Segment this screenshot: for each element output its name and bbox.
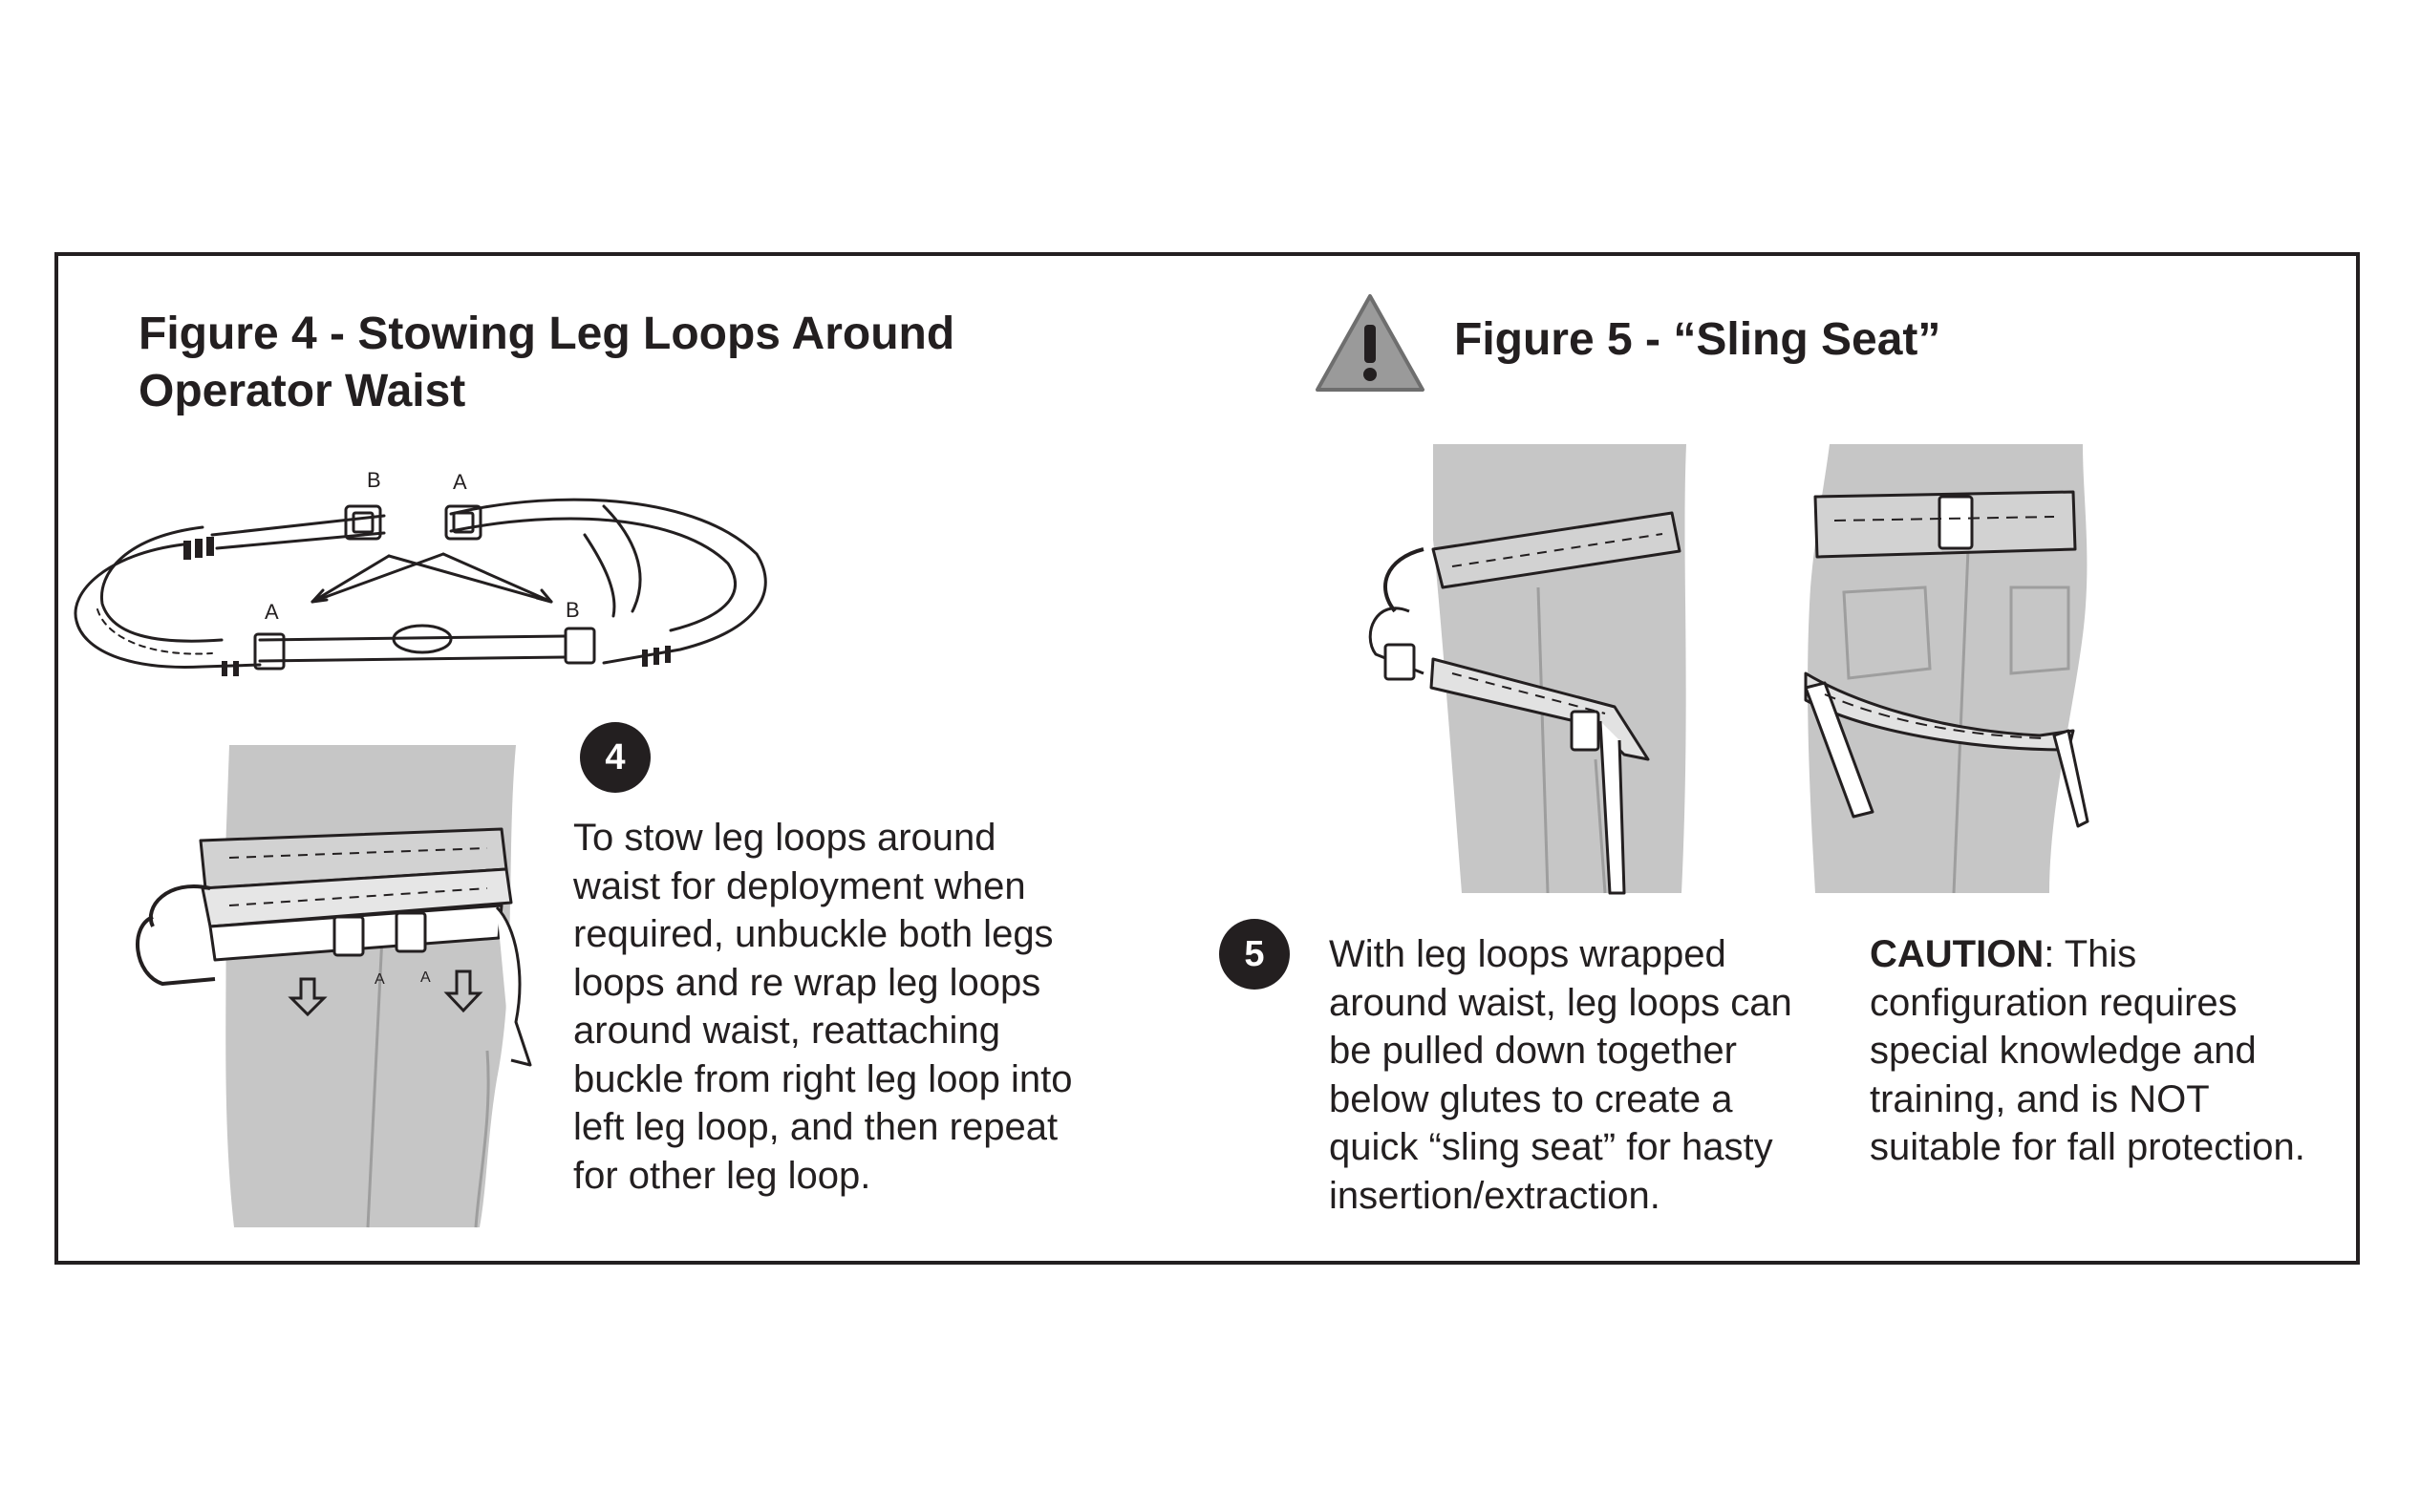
caution-line: special knowledge and — [1870, 1030, 2257, 1072]
caution-line: : This — [2044, 933, 2137, 975]
step-4-badge: 4 — [580, 722, 651, 793]
diagram-label-a: A — [265, 600, 279, 624]
instruction-line: left leg loop, and then repeat — [573, 1106, 1059, 1148]
diagram-label-a: A — [375, 971, 385, 988]
instruction-line: required, unbuckle both legs — [573, 913, 1054, 955]
instruction-line: With leg loops wrapped — [1329, 933, 1726, 975]
harness-belt-diagram: B A A B — [74, 468, 767, 676]
instruction-line: insertion/extraction. — [1329, 1174, 1660, 1217]
figure-4-instructions: To stow leg loops around waist for deplo… — [573, 814, 1073, 1200]
instruction-line: To stow leg loops around — [573, 817, 996, 859]
sling-seat-side-illustration — [1368, 444, 1686, 895]
instruction-panel-border — [54, 252, 2360, 1265]
figure-5-instructions: With leg loops wrapped around waist, leg… — [1329, 930, 1792, 1220]
waist-leg-loop-illustration: A A — [136, 745, 532, 1228]
sling-seat-rear-illustration — [1804, 444, 2089, 894]
figure-5-title: Figure 5 - “Sling Seat” — [1454, 314, 1941, 365]
instruction-line: loops and re wrap leg loops — [573, 961, 1041, 1004]
caution-notice: CAUTION: This configuration requires spe… — [1870, 930, 2305, 1172]
figure-4-title-line: Figure 4 - Stowing Leg Loops Around — [139, 309, 955, 359]
caution-first-line: CAUTION: This — [1870, 930, 2305, 979]
figure-4-title: Figure 4 - Stowing Leg Loops Around Oper… — [139, 306, 954, 420]
caution-line: training, and is NOT — [1870, 1077, 2210, 1120]
instruction-line: around waist, reattaching — [573, 1010, 1000, 1052]
instruction-line: be pulled down together — [1329, 1030, 1737, 1072]
instruction-line: for other leg loop. — [573, 1154, 871, 1197]
diagram-label-a: A — [420, 969, 431, 986]
figure-4-title-line: Operator Waist — [139, 366, 466, 416]
diagram-label-a: A — [453, 470, 467, 494]
caution-line: configuration requires — [1870, 981, 2238, 1024]
instruction-line: buckle from right leg loop into — [573, 1057, 1073, 1100]
instruction-line: below glutes to create a — [1329, 1077, 1733, 1120]
instruction-line: waist for deployment when — [573, 864, 1026, 907]
instruction-line: quick “sling seat” for hasty — [1329, 1126, 1773, 1168]
diagram-label-b: B — [367, 468, 381, 492]
diagram-label-b: B — [566, 598, 580, 622]
caution-line: suitable for fall protection. — [1870, 1126, 2305, 1168]
caution-label: CAUTION — [1870, 933, 2045, 975]
instruction-line: around waist, leg loops can — [1329, 981, 1792, 1024]
step-5-badge: 5 — [1219, 919, 1290, 990]
warning-triangle-icon — [1316, 294, 1424, 392]
